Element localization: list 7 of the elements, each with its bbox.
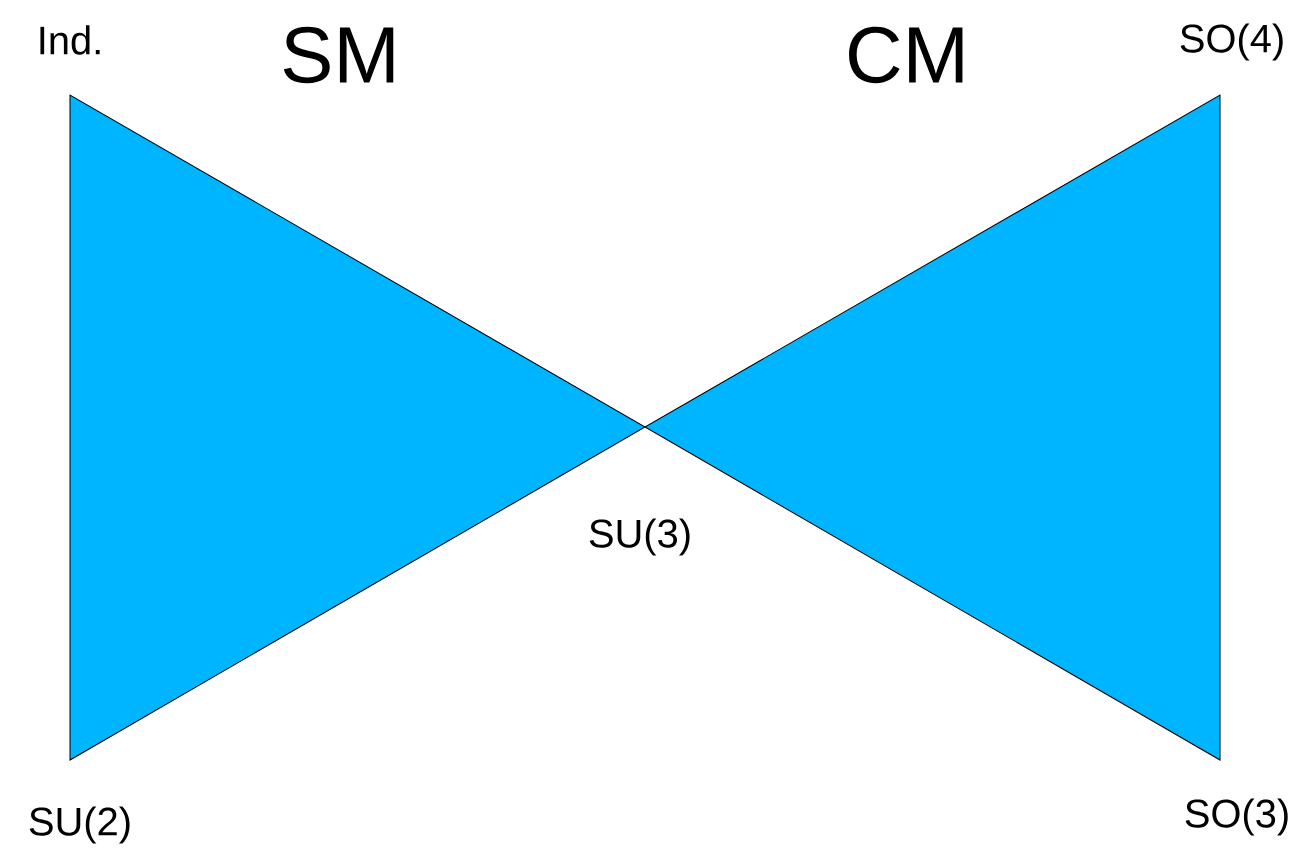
heading: CM: [849, 26, 963, 84]
vertex-label: SO(3): [1185, 798, 1288, 836]
vertex-label: SO(4): [1180, 23, 1283, 61]
vertex-label: Ind.: [40, 25, 100, 55]
vertex-label: SU(3): [589, 518, 690, 556]
vertex-label: SU(2): [29, 806, 130, 844]
heading: SM: [283, 26, 394, 84]
